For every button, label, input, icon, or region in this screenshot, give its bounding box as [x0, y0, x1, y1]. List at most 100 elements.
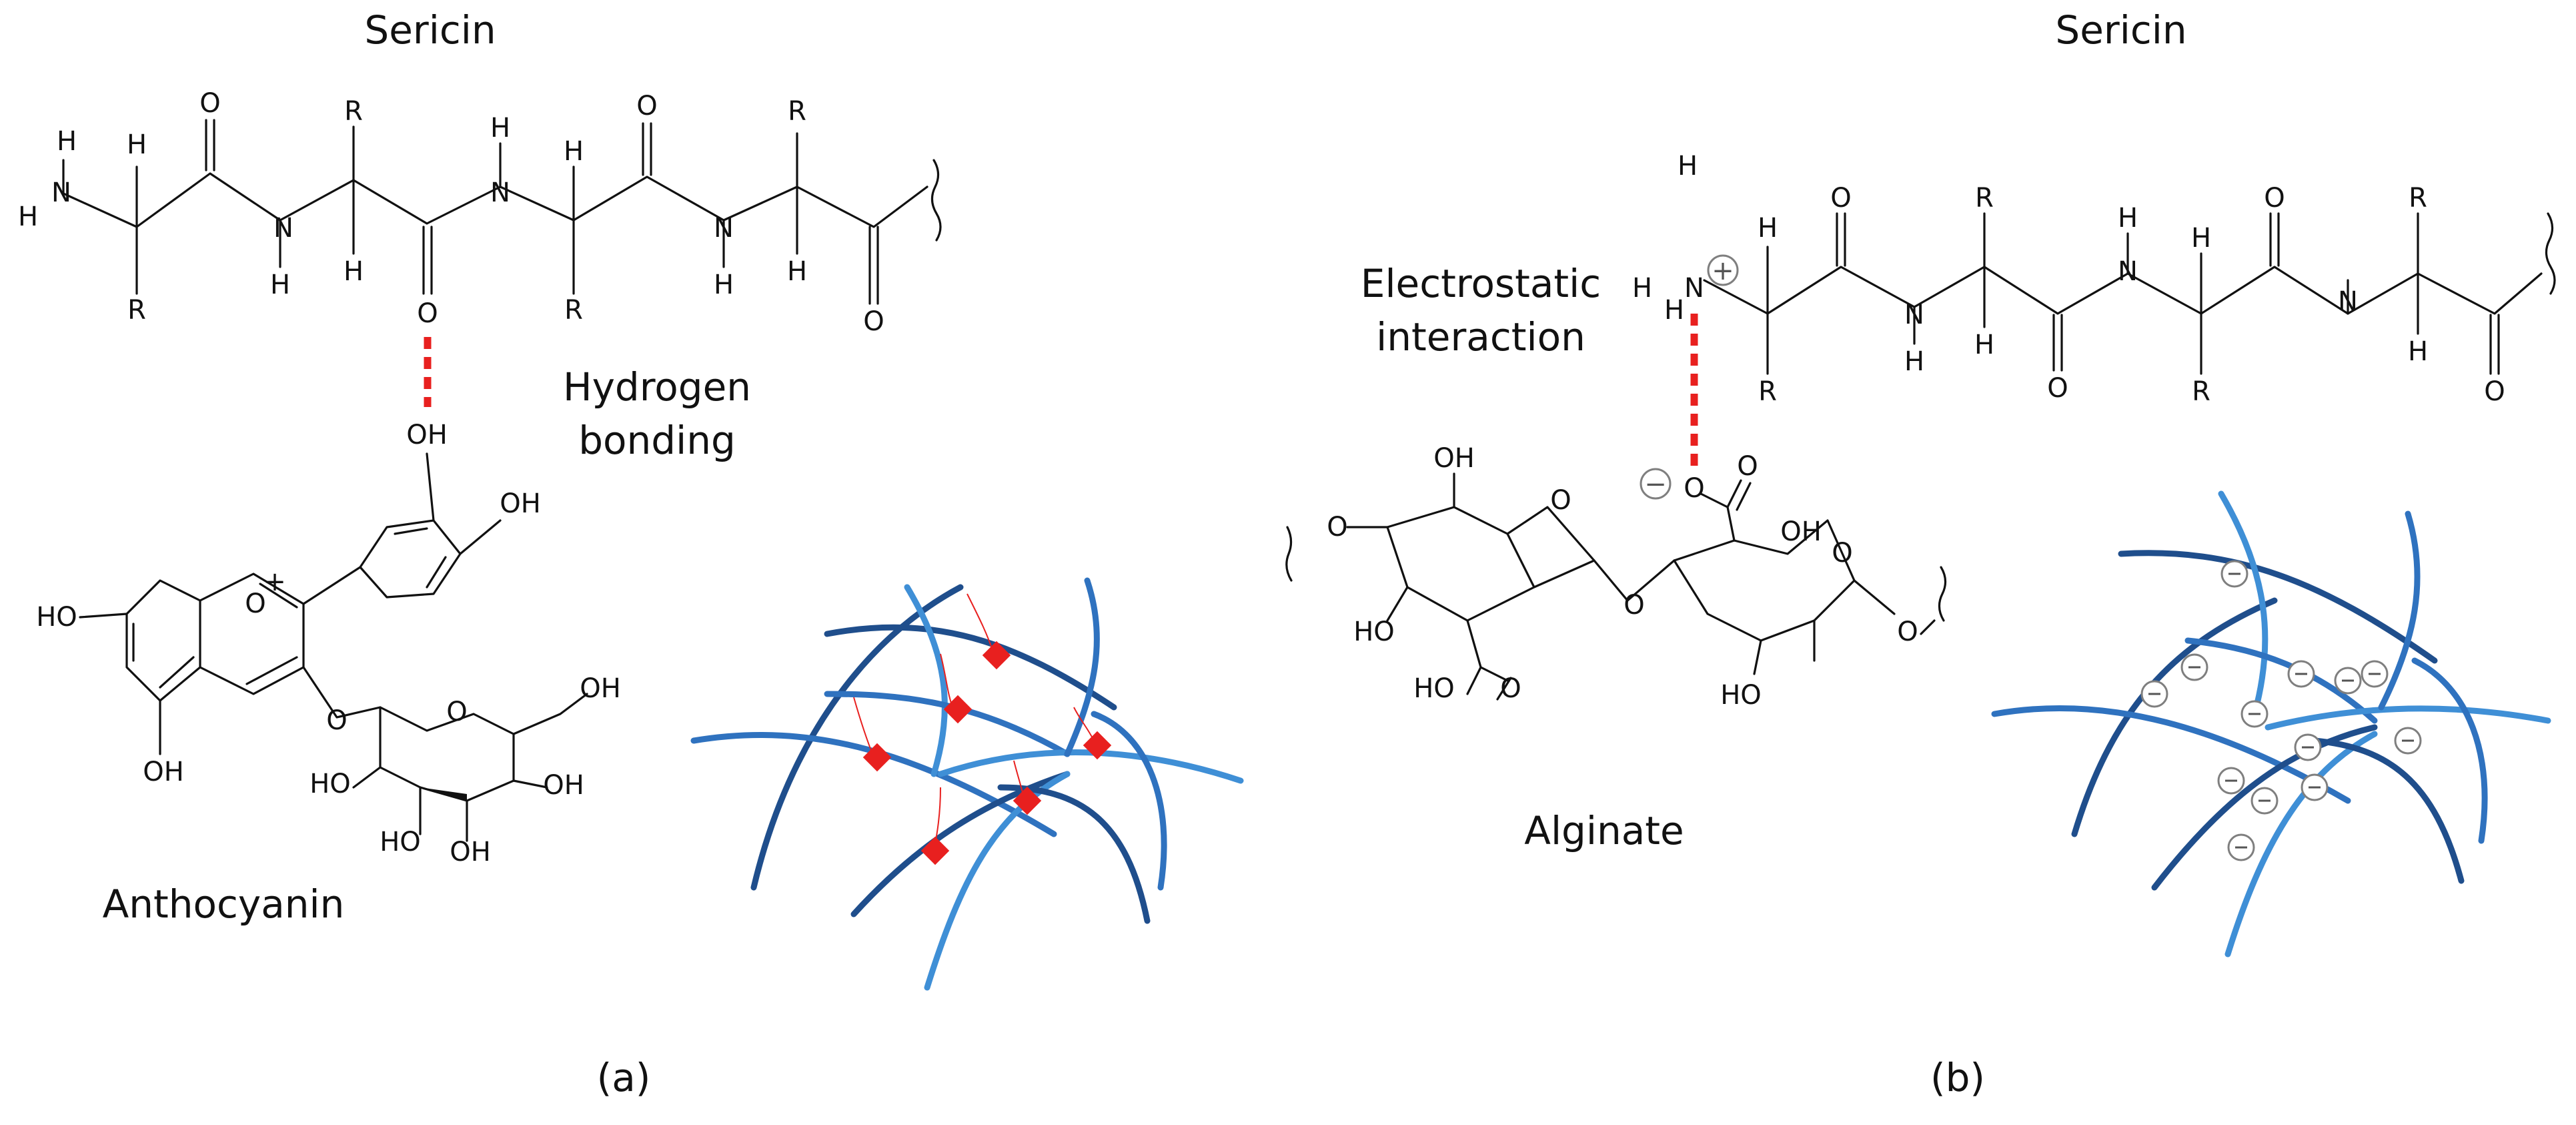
charge-marker [2394, 727, 2422, 755]
sericin-a-chain-break [930, 159, 942, 242]
svg-text:N: N [490, 177, 510, 208]
alginate-chain-ends [1285, 526, 1947, 635]
svg-text:HO: HO [309, 769, 351, 799]
charge-marker [2250, 787, 2279, 815]
svg-text:OH: OH [543, 770, 584, 801]
alginate-linkage [1593, 559, 1676, 602]
svg-text:H: H [2408, 336, 2428, 367]
drug-marker [982, 641, 1011, 670]
svg-text:O: O [2484, 376, 2505, 407]
svg-text:R: R [344, 96, 363, 127]
alginate-ring-1-substituents [1346, 472, 1512, 701]
alginate-label: Alginate [1524, 808, 1684, 853]
svg-text:O: O [1897, 617, 1918, 647]
svg-text:H: H [564, 136, 584, 167]
svg-text:N: N [714, 213, 734, 244]
svg-text:N: N [1904, 300, 1924, 330]
svg-text:R: R [127, 295, 146, 326]
charge-marker [2140, 680, 2168, 708]
charge-marker [2287, 660, 2315, 688]
drug-marker [1013, 786, 1042, 815]
panel-a-label: (a) [597, 1055, 651, 1100]
network-b-fiber [2218, 490, 2269, 717]
charge-marker [2301, 773, 2329, 801]
network-b-fiber [2311, 737, 2465, 884]
anthocyanin-structure: OH OH O + HO OH O O OH HO HO OH OH [36, 420, 621, 867]
alginate-ring-2 [1673, 519, 1856, 642]
network-b-fiber [2118, 550, 2438, 664]
anthocyanin-sugar-wedge [420, 787, 467, 801]
svg-text:N: N [2118, 256, 2138, 287]
svg-text:OH: OH [1780, 516, 1822, 547]
svg-text:OH: OH [143, 757, 184, 787]
svg-text:R: R [2409, 183, 2427, 214]
svg-text:N: N [2338, 286, 2358, 317]
panel-a-hydrogel-network [690, 577, 1244, 991]
drug-marker [943, 695, 973, 724]
svg-text:+: + [1712, 256, 1734, 286]
svg-text:N: N [51, 177, 71, 208]
svg-text:OH: OH [500, 488, 541, 519]
charge-marker [2240, 700, 2269, 728]
charge-marker [2294, 733, 2322, 761]
svg-text:H: H [1664, 295, 1684, 326]
panel-b-label: (b) [1930, 1055, 1985, 1100]
svg-text:H: H [1974, 330, 1994, 360]
svg-text:H: H [490, 113, 510, 143]
alginate-structure: O OH O HO HO O O O O OH O HO O − [1285, 443, 1947, 711]
hydrogen-bonding-label-line2: bonding [578, 418, 736, 463]
sericin-b-carbonyl-4 [2489, 314, 2500, 375]
anthocyanin-ring-c [199, 573, 305, 695]
svg-text:H: H [2118, 203, 2138, 234]
charge-marker [2217, 767, 2245, 795]
network-a-fiber [904, 584, 948, 777]
svg-text:HO: HO [380, 827, 421, 857]
panel-a-sericin-structure: H H N H R O N H R H O H N H R O N H R H … [18, 88, 942, 337]
svg-text:H: H [57, 126, 77, 157]
svg-text:HO: HO [1720, 680, 1762, 711]
svg-text:O: O [1737, 451, 1758, 482]
electrostatic-label-line2: interaction [1376, 314, 1585, 360]
sericin-b-carbonyl-1 [1836, 212, 1846, 267]
svg-text:N: N [1684, 273, 1704, 304]
svg-text:OH: OH [406, 420, 448, 450]
svg-text:H: H [344, 256, 364, 287]
network-a-fiber [824, 624, 1117, 711]
svg-text:O: O [2047, 373, 2068, 404]
svg-text:O: O [1830, 183, 1851, 214]
svg-text:R: R [1975, 183, 1994, 214]
anthocyanin-sugar-substituents [352, 766, 548, 842]
carboxylate-charge: − [1640, 468, 1672, 500]
network-b-fiber [2411, 657, 2488, 844]
network-b-fiber [2151, 724, 2378, 891]
svg-text:O: O [446, 697, 467, 727]
sericin-a-carbonyl-4 [868, 226, 879, 305]
charge-marker [2220, 560, 2248, 588]
alginate-ring-1 [1386, 506, 1595, 622]
sericin-a-carbonyl-1 [205, 119, 215, 171]
svg-text:OH: OH [580, 673, 621, 704]
svg-text:O: O [245, 589, 265, 619]
svg-text:HO: HO [1413, 673, 1455, 704]
network-b-fiber [2184, 637, 2378, 724]
svg-text:H: H [270, 270, 290, 300]
svg-text:N: N [273, 213, 293, 244]
svg-text:O: O [863, 306, 884, 337]
anthocyanin-label: Anthocyanin [103, 881, 345, 927]
anthocyanin-ring-a [125, 579, 201, 702]
svg-text:O: O [1550, 485, 1571, 516]
panel-a: Sericin H H N H R O N H R H O H N [18, 7, 1244, 1100]
network-a-fiber [850, 771, 1071, 917]
svg-text:O: O [1624, 590, 1644, 621]
sericin-b-substituents [1766, 212, 2419, 375]
sericin-a-substituents [62, 125, 798, 295]
panel-a-title: Sericin [364, 7, 496, 53]
sericin-a-carbonyl-2 [422, 226, 433, 295]
svg-text:O: O [1327, 512, 1347, 542]
sericin-b-chain-break [2545, 212, 2556, 295]
svg-text:H: H [787, 256, 807, 287]
svg-text:O: O [636, 91, 657, 121]
svg-text:O: O [1832, 538, 1852, 569]
electrostatic-label-line1: Electrostatic [1361, 261, 1601, 306]
